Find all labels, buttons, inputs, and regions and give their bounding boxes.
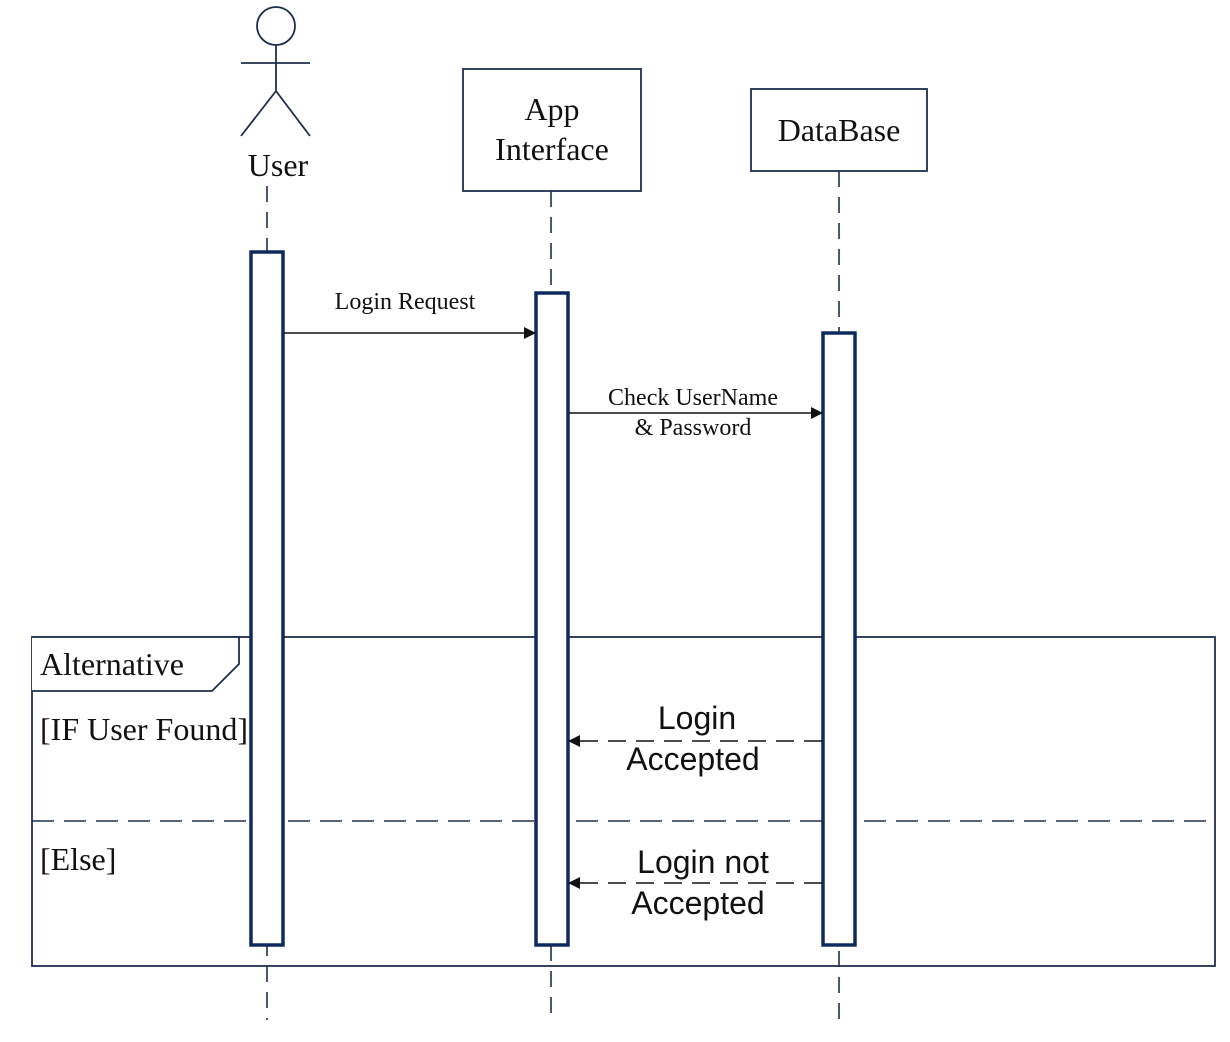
activation-bar-database [821,331,857,947]
message-label-login-request: Login Request [335,289,476,315]
alt-fragment-operator: Alternative [40,646,184,682]
participant-label-app-line2: Interface [495,131,609,167]
message-label-check-credentials-line2: & Password [635,415,752,441]
activation-bar-user [249,250,285,947]
alt-guard-if-user-found: [IF User Found] [40,711,248,747]
message-label-check-credentials-line1: Check UserName [608,385,778,411]
alt-guard-else: [Else] [40,841,116,877]
user-actor-icon [240,6,311,137]
participant-box-database [750,88,928,172]
alt-fragment-tab [32,636,240,692]
message-label-login-accepted-line2: Accepted [626,741,759,777]
participant-box-app-interface [462,68,642,192]
activation-bar-app-interface [534,291,570,947]
message-label-login-not-accepted-line1: Login not [637,844,769,880]
message-label-login-not-accepted-line2: Accepted [631,885,764,921]
participant-label-database: DataBase [778,112,901,148]
participant-label-user: User [248,147,309,183]
alt-fragment-frame [31,636,1216,967]
participant-label-app-line1: App [524,91,579,127]
message-label-login-accepted-line1: Login [658,700,736,736]
